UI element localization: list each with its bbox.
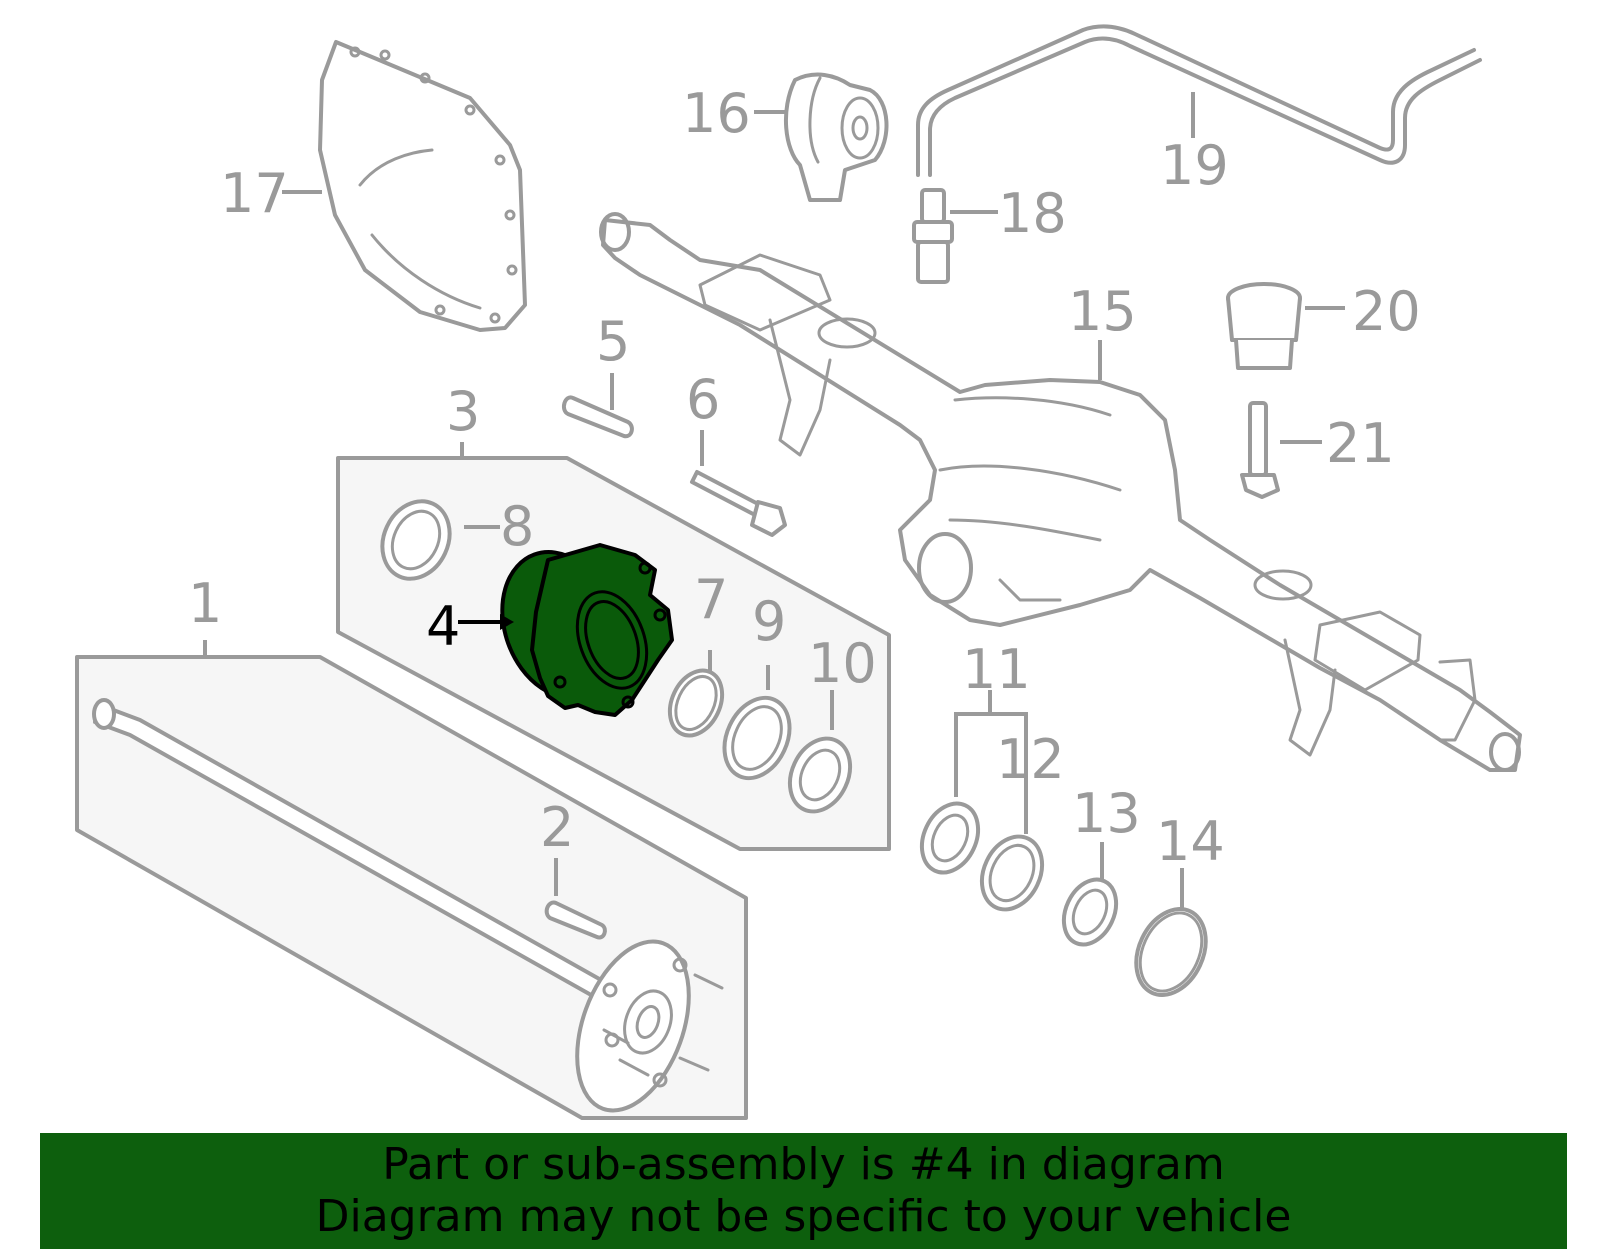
leader-lines [203,92,1345,910]
callout-13[interactable]: 13 [1072,782,1141,845]
bearing-9-part[interactable] [712,687,802,788]
differential-cover-part[interactable] [318,40,527,332]
callout-6[interactable]: 6 [686,368,720,431]
plug-part[interactable] [1226,282,1302,370]
callout-12[interactable]: 12 [996,728,1065,791]
stud-2-part[interactable] [544,900,607,940]
seal-8-part[interactable] [370,490,462,590]
callout-11[interactable]: 11 [962,638,1031,701]
callout-10[interactable]: 10 [808,632,877,695]
axle-housing-part[interactable] [599,212,1522,772]
parts-diagram: 1 2 3 4 5 6 7 8 9 10 11 12 13 14 15 16 1… [75,24,1522,1126]
callout-18[interactable]: 18 [998,182,1067,245]
callout-16[interactable]: 16 [682,82,751,145]
axle-shaft-part[interactable] [92,698,724,1126]
vent-fitting-part[interactable] [912,188,954,284]
callout-14[interactable]: 14 [1156,810,1225,873]
o-ring-14-part[interactable] [1123,898,1219,1007]
info-banner: Part or sub-assembly is #4 in diagram Di… [40,1133,1567,1249]
seal-10-part[interactable] [779,729,862,822]
callout-20[interactable]: 20 [1352,280,1421,343]
mount-part[interactable] [783,72,889,202]
seal-13-part[interactable] [1054,871,1126,953]
callout-4[interactable]: 4 [426,595,460,658]
callout-17[interactable]: 17 [220,162,289,225]
callout-7[interactable]: 7 [694,568,728,631]
bolt-6-part[interactable] [690,470,787,537]
callout-5[interactable]: 5 [596,310,630,373]
callout-9[interactable]: 9 [752,590,786,653]
callout-19[interactable]: 19 [1160,134,1229,197]
ring-12-part[interactable] [971,827,1054,920]
banner-line-disclaimer: Diagram may not be specific to your vehi… [315,1191,1292,1242]
callout-21[interactable]: 21 [1326,412,1395,475]
hub-bearing-highlighted-part[interactable] [483,536,674,717]
callout-labels: 1 2 3 4 5 6 7 8 9 10 11 12 13 14 15 16 1… [188,82,1421,873]
pin-5-part[interactable] [561,395,634,439]
snap-ring-7-part[interactable] [660,662,732,744]
seal-11-part[interactable] [911,794,989,881]
callout-2[interactable]: 2 [540,796,574,859]
callout-15[interactable]: 15 [1068,280,1137,343]
callout-3[interactable]: 3 [446,380,480,443]
callout-8[interactable]: 8 [500,495,534,558]
banner-line-part-number: Part or sub-assembly is #4 in diagram [382,1139,1225,1190]
bolt-21-part[interactable] [1240,401,1280,499]
callout-1[interactable]: 1 [188,572,222,635]
vent-hose-part[interactable] [928,36,1482,177]
